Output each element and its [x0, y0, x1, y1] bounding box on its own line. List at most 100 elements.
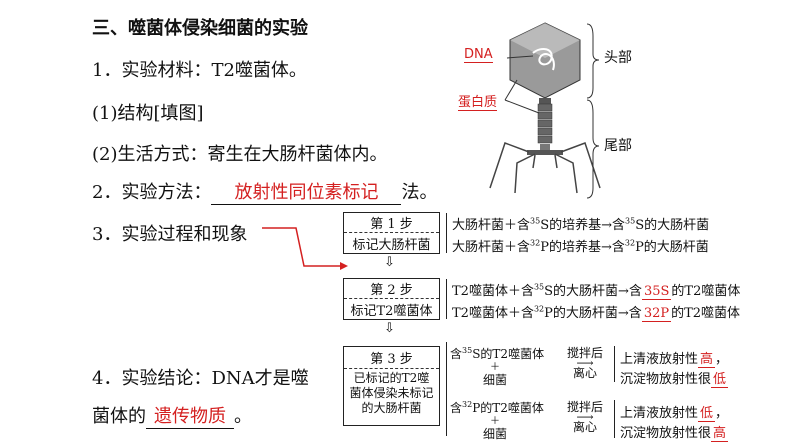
step-2-name: 标记T2噬菌体	[350, 303, 433, 319]
step-3-box: 第 3 步 已标记的T2噬菌体侵染未标记的大肠杆菌	[343, 346, 440, 426]
step-2-title: 第 2 步	[344, 279, 439, 299]
s1l2-b: P的培养基	[540, 240, 601, 255]
s3c2-r2-answer: 高	[711, 426, 729, 442]
s1l1-iso: 35	[530, 216, 541, 226]
label-tail: 尾部	[604, 138, 632, 154]
label-dna: DNA	[464, 47, 493, 63]
step-1-bracket	[446, 213, 450, 253]
s2l2-iso: 32	[533, 304, 545, 314]
s3c2-result-2: 沉淀物放射性很高	[620, 422, 729, 442]
item-1: 1．实验材料：T2噬菌体。	[92, 56, 307, 82]
s1l1-d: S的大肠杆菌	[635, 218, 710, 233]
step-1-line-2: 大肠杆菌＋含32P的培养基→含32P的大肠杆菌	[452, 236, 709, 255]
arrow-icon: →	[601, 218, 613, 233]
step-3-title: 第 3 步	[344, 347, 439, 369]
item-1-2: (2)生活方式：寄生在大肠杆菌体内。	[92, 144, 388, 165]
s3c1-result-2: 沉淀物放射性很低	[620, 368, 729, 388]
item-4-suffix: 。	[234, 406, 252, 427]
step-1-box: 第 1 步 标记大肠杆菌	[343, 212, 440, 254]
item-1-1: (1)结构[填图]	[92, 103, 204, 124]
phage-figure	[489, 22, 601, 199]
s3c2-r1: 上清液放射性	[620, 406, 699, 421]
item-3: 3．实验过程和现象	[92, 224, 248, 245]
item-2-blank: 放射性同位素标记	[211, 178, 402, 205]
s1l1-a: 大肠杆菌＋含	[452, 218, 531, 233]
step-2-bracket	[446, 279, 450, 319]
s3c1-r1: 上清液放射性	[620, 352, 699, 367]
s2l2-a: T2噬菌体＋含	[452, 306, 534, 321]
section-title: 三、噬菌体侵染细菌的实验	[92, 18, 308, 39]
s3c1-result-1: 上清液放射性高，	[620, 352, 729, 368]
item-2-prefix: 2．实验方法：	[92, 182, 212, 203]
item-4-line1: 4．实验结论：DNA才是噬	[92, 368, 309, 389]
label-protein: 蛋白质	[458, 91, 498, 111]
s3c2-c: 细菌	[482, 427, 507, 441]
arrow-icon: →	[618, 284, 629, 299]
s3c1-op: 搅拌后 ⟶ 离心	[556, 346, 614, 380]
s3c2-op-top: 搅拌后	[566, 400, 603, 414]
s3c1-op-top: 搅拌后	[566, 346, 603, 360]
s2l1-b: S的大肠杆菌	[544, 284, 619, 299]
s2l2-b: P的大肠杆菌	[544, 306, 618, 321]
s2l1-answer: 35S	[641, 284, 672, 300]
s3c2-op-bot: 离心	[572, 420, 597, 434]
s2l1-iso: 35	[533, 282, 545, 292]
s3c2-iso: 32	[462, 400, 473, 409]
s3c2-plus: ＋	[490, 416, 500, 427]
item-1-text: 1．实验材料：T2噬菌体。	[92, 60, 307, 81]
item-2-suffix: 法。	[401, 182, 438, 203]
item-4-blank: 遗传物质	[146, 402, 234, 429]
s1l1-iso2: 35	[625, 216, 636, 226]
s2l2-answer: 32P	[641, 306, 672, 322]
s3c2-result-bracket	[614, 400, 618, 438]
s2l2-c: 含	[628, 306, 642, 321]
s3c2-op: 搅拌后 ⟶ 离心	[556, 400, 614, 434]
arrow-icon: →	[617, 306, 629, 321]
s2l1-a: T2噬菌体＋含	[452, 284, 534, 299]
s1l2-a: 大肠杆菌＋含	[452, 240, 531, 255]
s1l2-c: 含	[611, 240, 625, 255]
s3c2-r1-answer: 低	[698, 406, 716, 422]
item-4-line2: 菌体的遗传物质。	[92, 402, 252, 429]
s3c1-iso: 35	[462, 346, 473, 355]
s1l1-c: 含	[612, 218, 626, 233]
label-head: 头部	[604, 50, 632, 66]
s3c2-b: P的T2噬菌体	[472, 401, 544, 415]
s2l1-d: 的T2噬菌体	[671, 284, 741, 299]
s3c1-b: S的T2噬菌体	[472, 347, 545, 361]
item-4-answer: 遗传物质	[154, 406, 226, 427]
s2l2-d: 的T2噬菌体	[671, 306, 741, 321]
step-2-box: 第 2 步 标记T2噬菌体	[343, 278, 440, 320]
step-1-title: 第 1 步	[344, 213, 439, 233]
s3c1-op-bot: 离心	[572, 366, 597, 380]
s3c1-r2-answer: 低	[711, 372, 729, 388]
s1l2-d: P的大肠杆菌	[635, 240, 709, 255]
arrow-icon: →	[600, 240, 612, 255]
s3c1-result-bracket	[614, 346, 618, 382]
label-dna-text: DNA	[464, 47, 493, 63]
s2l1-c: 含	[628, 284, 642, 299]
s3c1-r2: 沉淀物放射性很	[620, 372, 712, 387]
s1l2-iso: 32	[530, 238, 541, 248]
item-2-answer: 放射性同位素标记	[234, 182, 379, 203]
s3c2-left: 含32P的T2噬菌体 ＋ 细菌	[450, 398, 544, 441]
s3c1-r1-answer: 高	[698, 352, 716, 368]
down-arrow-icon: ⇩	[384, 321, 395, 336]
step-3-name: 已标记的T2噬菌体侵染未标记的大肠杆菌	[349, 371, 434, 415]
step-3-bracket	[446, 342, 450, 436]
s3c2-a: 含	[450, 401, 463, 415]
down-arrow-icon: ⇩	[384, 255, 395, 270]
pointer-arrow	[262, 227, 348, 270]
s1l2-iso2: 32	[624, 238, 636, 248]
s3c1-plus: ＋	[490, 362, 500, 373]
s3c2-result-1: 上清液放射性低，	[620, 406, 729, 422]
s1l1-b: S的培养基	[540, 218, 602, 233]
s3c1-c: 细菌	[482, 373, 507, 387]
s3c2-r2: 沉淀物放射性很	[620, 426, 712, 441]
item-2: 2．实验方法： 放射性同位素标记 法。	[92, 178, 437, 205]
label-protein-text: 蛋白质	[458, 95, 498, 111]
item-4-prefix: 菌体的	[92, 406, 146, 427]
s3c1-left: 含35S的T2噬菌体 ＋ 细菌	[450, 344, 544, 387]
